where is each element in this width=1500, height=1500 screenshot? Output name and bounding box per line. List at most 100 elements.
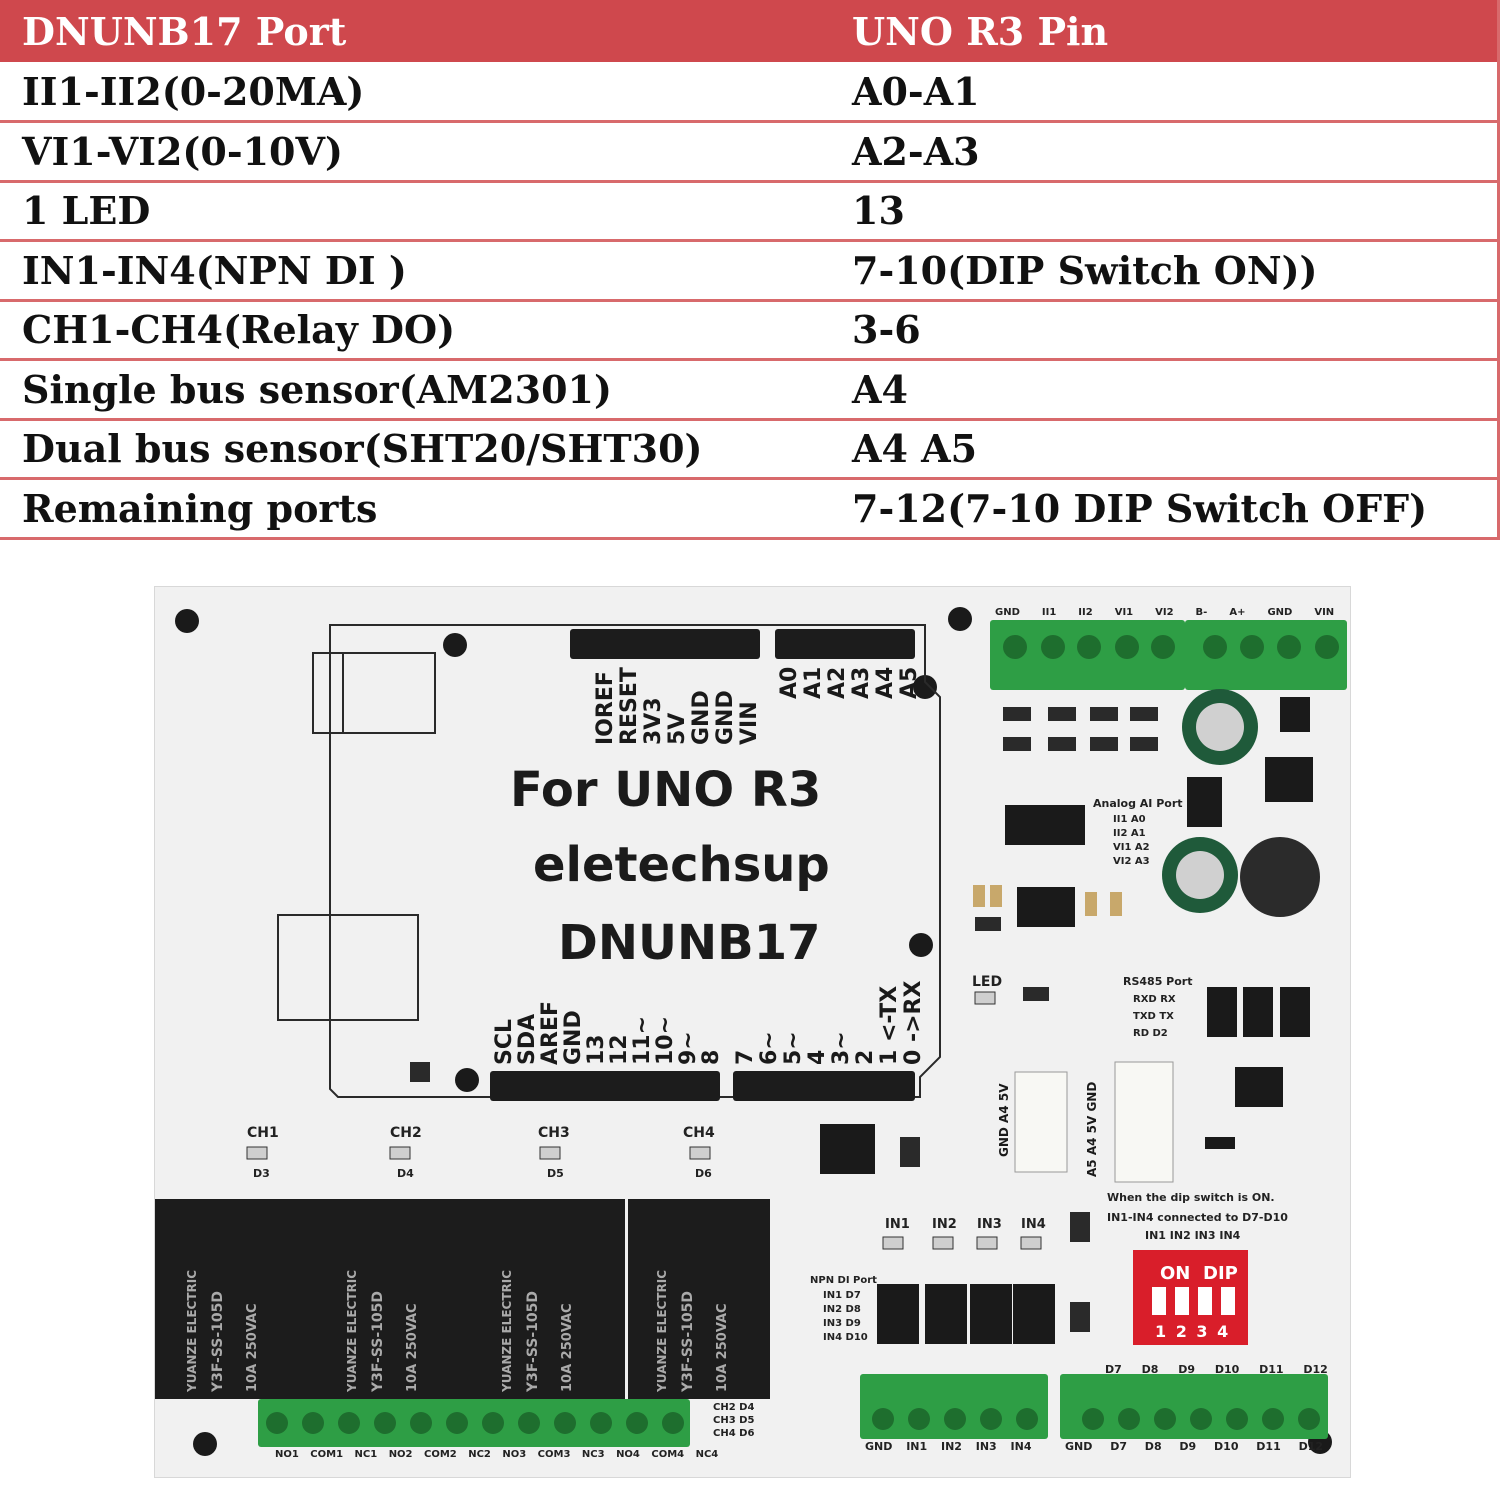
pin-label: A1 xyxy=(801,666,826,699)
board-title-model: DNUNB17 xyxy=(558,915,821,971)
pin-label: GND xyxy=(689,690,714,745)
input-led-in2: IN2 xyxy=(932,1217,957,1232)
silk-line: TXD TX xyxy=(1133,1011,1174,1022)
relay-ch4 xyxy=(628,1199,770,1399)
led-ref-d5: D5 xyxy=(547,1167,564,1180)
relay4-text: Y3F-SS-105D xyxy=(680,1290,696,1392)
pin-label: 5~ xyxy=(781,1031,806,1065)
pin-label: SDA xyxy=(515,1013,540,1065)
uno-outline xyxy=(329,624,941,1098)
led-ref-d3: D3 xyxy=(253,1167,270,1180)
mounting-hole xyxy=(175,609,199,633)
terminal-label: II1 xyxy=(1041,607,1057,618)
dip-dip-label: DIP xyxy=(1203,1263,1238,1284)
led-ref-d6: D6 xyxy=(695,1167,712,1180)
pin-label: 11~ xyxy=(630,1015,655,1065)
pin-cell: A4 xyxy=(830,359,1500,419)
io-terminal-labels: GND D7 D8 D9 D10 D11 D12 xyxy=(1065,1440,1324,1453)
pin-label: 13 xyxy=(584,1034,609,1065)
relay1-text: Y3F-SS-105D xyxy=(210,1290,226,1392)
input-led-in4: IN4 xyxy=(1021,1217,1046,1232)
pin-label: RESET xyxy=(617,667,642,745)
terminal-label: GND xyxy=(995,607,1020,618)
relay3-rating: 10A 250VAC xyxy=(560,1303,575,1392)
pin-cell: A4 A5 xyxy=(830,419,1500,479)
sensor-connector-sht xyxy=(1114,1061,1174,1183)
terminal-screws-bottom xyxy=(872,1408,1320,1430)
diode-sd2 xyxy=(1187,777,1222,827)
pin-cell: 13 xyxy=(830,181,1500,241)
smd-parts xyxy=(410,707,1158,1332)
pin-label: 3V3 xyxy=(641,697,666,745)
pin-label: A5 xyxy=(897,666,922,699)
port-cell: 1 LED xyxy=(22,188,151,234)
terminal-label: VI1 xyxy=(1114,607,1134,618)
table-row: 1 LED 13 xyxy=(0,181,1500,241)
mounting-hole xyxy=(913,675,937,699)
capacitor-top xyxy=(1196,703,1244,751)
pin-label: GND xyxy=(713,690,738,745)
diode-d1 xyxy=(1207,987,1237,1037)
relay1-rating: 10A 250VAC xyxy=(245,1303,260,1392)
optocoupler xyxy=(877,1284,919,1344)
digital-header-low xyxy=(733,1071,915,1101)
ic-u2 xyxy=(820,1124,875,1174)
header-dnunb17-port: DNUNB17 Port xyxy=(22,8,347,54)
pin-label: 1 <-TX xyxy=(877,985,902,1065)
terminal-label: VIN xyxy=(1314,607,1335,618)
pin-label: 3~ xyxy=(829,1031,854,1065)
silk-line: IN2 D8 xyxy=(823,1304,861,1315)
pin-label: 4 xyxy=(805,1049,830,1065)
table-row: IN1-IN4(NPN DI ) 7-10(DIP Switch ON)) xyxy=(0,240,1500,300)
pin-label: AREF xyxy=(538,1000,563,1065)
terminal-screws-top xyxy=(1003,635,1339,659)
io-terminal xyxy=(1060,1374,1328,1439)
pin-cell: 7-10(DIP Switch ON)) xyxy=(830,240,1500,300)
pin-mapping-table: DNUNB17 Port UNO R3 Pin II1-II2(0-20MA) … xyxy=(0,0,1500,540)
diode-d4 xyxy=(1205,1137,1235,1149)
rs485-power-terminal xyxy=(1185,620,1347,690)
led-label-ch3: CH3 xyxy=(538,1125,570,1141)
dip-on-label: ON xyxy=(1160,1263,1191,1284)
diode-sd1 xyxy=(1280,697,1310,732)
pin-label: A0 xyxy=(777,666,802,699)
pin-label: IOREF xyxy=(593,671,618,745)
optocoupler xyxy=(925,1284,967,1344)
silk-line: IN3 D9 xyxy=(823,1318,861,1329)
relay4-rating: 10A 250VAC xyxy=(715,1303,730,1392)
digital-header-high xyxy=(490,1071,720,1101)
port-cell: VI1-VI2(0-10V) xyxy=(22,128,343,174)
terminal-screws-relay xyxy=(266,1412,684,1434)
board-title-uno: For UNO R3 xyxy=(510,762,822,818)
port-cell: II1-II2(0-20MA) xyxy=(22,68,365,114)
silk-line: VI1 A2 xyxy=(1113,842,1150,853)
pin-label: 12 xyxy=(607,1034,632,1065)
relay-terminal xyxy=(258,1399,690,1447)
regulator-ic xyxy=(1265,757,1313,802)
board-title-brand: eletechsup xyxy=(533,837,830,893)
pin-label: A2 xyxy=(825,666,850,699)
relay-ch1 xyxy=(155,1199,327,1399)
silk-line: VI2 A3 xyxy=(1113,856,1150,867)
pin-label: A3 xyxy=(849,666,874,699)
rs485-label: RS485 Port xyxy=(1123,975,1193,988)
capacitors-smd xyxy=(973,885,1122,916)
diode-d2 xyxy=(1280,987,1310,1037)
inductor xyxy=(1240,837,1320,917)
relay2-brand: YUANZE ELECTRIC xyxy=(345,1269,359,1392)
led-label: LED xyxy=(972,974,1003,990)
silk-line: IN1 D7 xyxy=(823,1290,861,1301)
led-ref-d4: D4 xyxy=(397,1167,414,1180)
npn-port-label: NPN DI Port xyxy=(810,1275,877,1286)
input-terminal-labels: GND IN1 IN2 IN3 IN4 xyxy=(865,1440,1032,1453)
mounting-hole xyxy=(193,1432,217,1456)
table-row: II1-II2(0-20MA) A0-A1 xyxy=(0,62,1500,122)
pin-label: 7 xyxy=(733,1049,758,1065)
pin-label: SCL xyxy=(492,1018,517,1065)
pin-label: A4 xyxy=(873,666,898,699)
relay1-brand: YUANZE ELECTRIC xyxy=(185,1269,199,1392)
mounting-hole xyxy=(909,933,933,957)
